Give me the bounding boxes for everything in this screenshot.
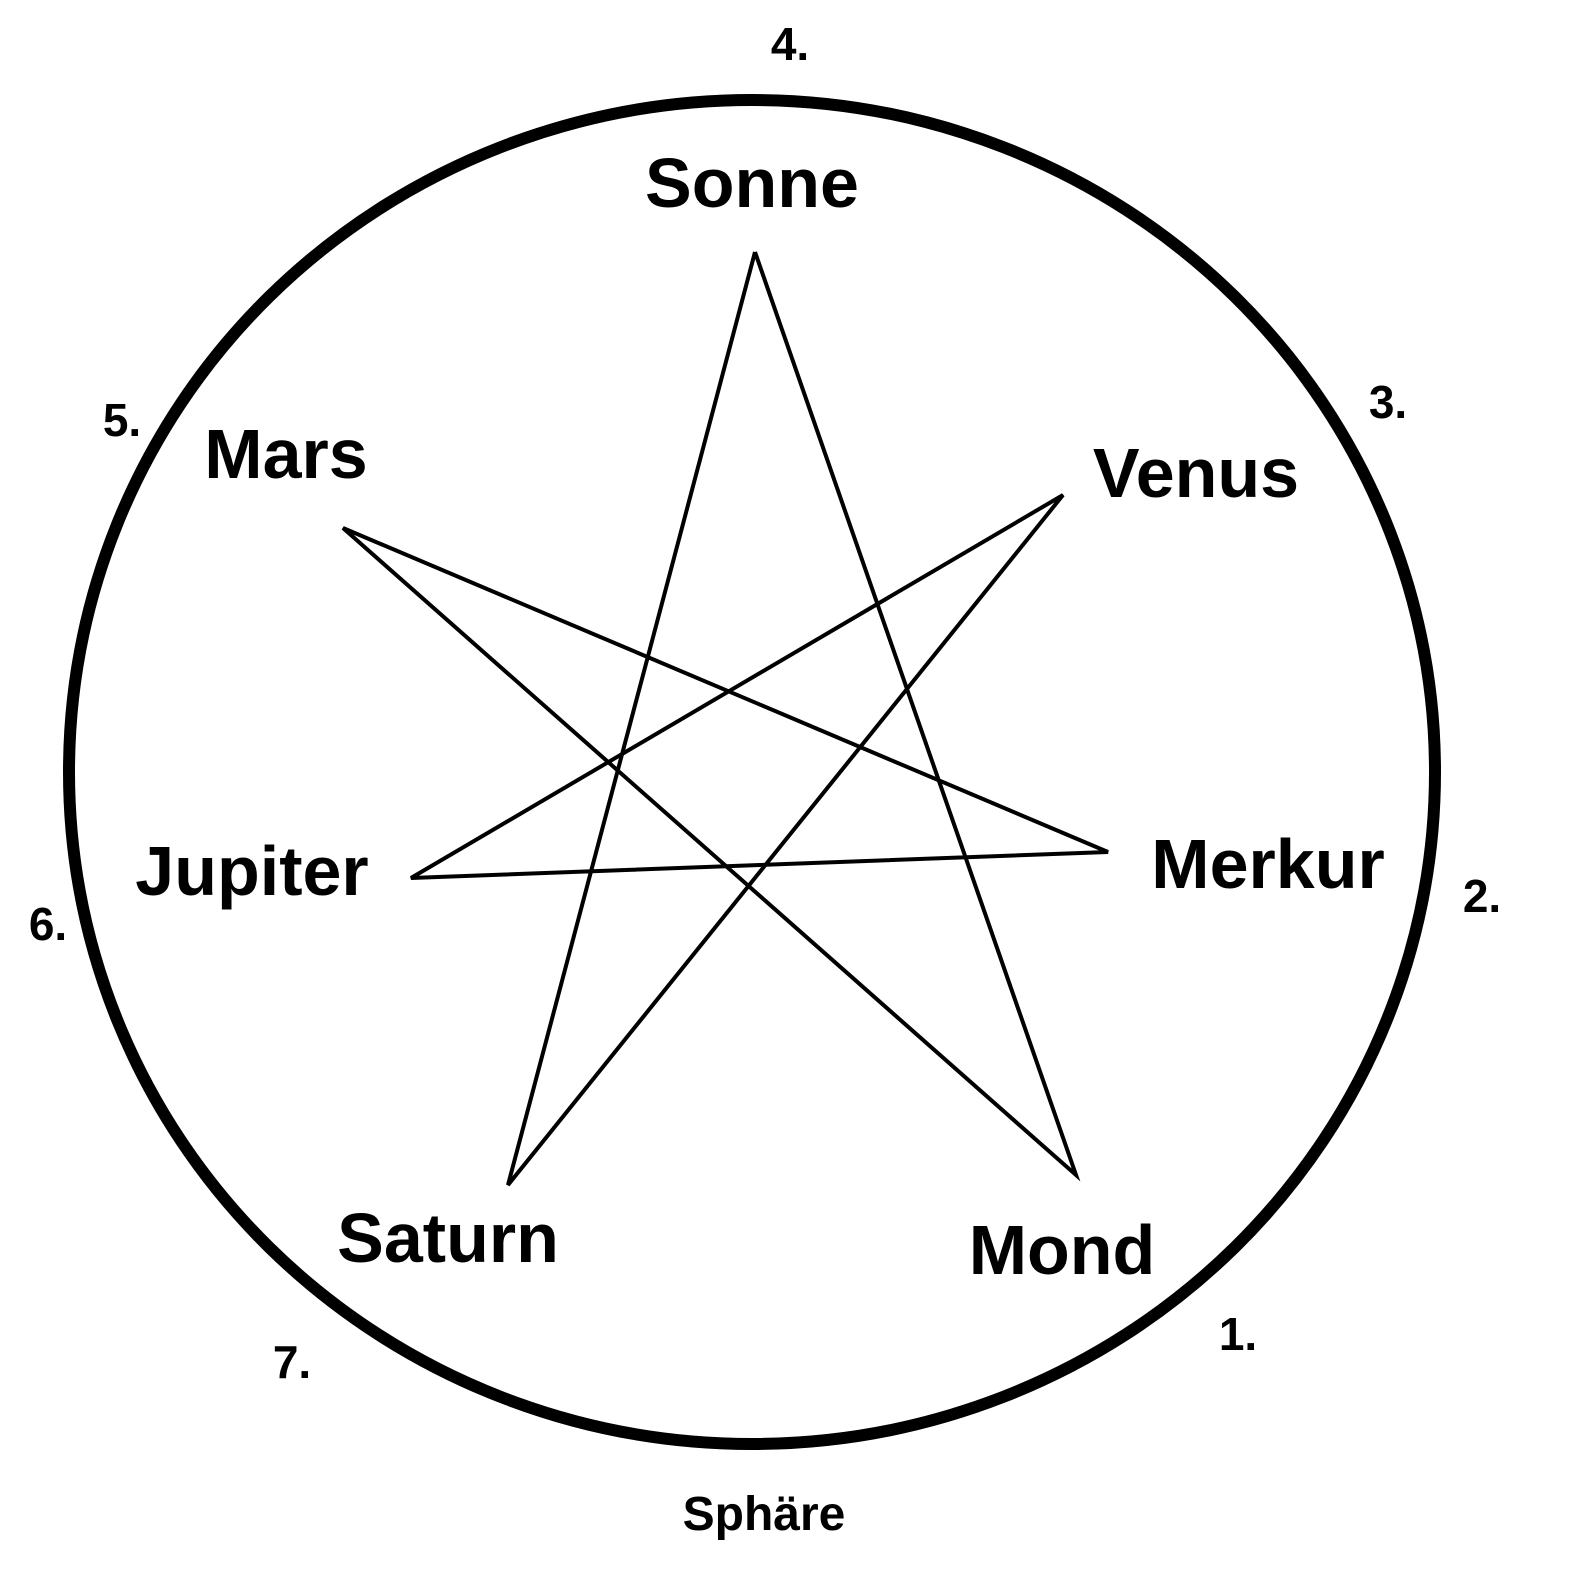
label-venus: Venus [1093,434,1299,512]
sphere-number-3: 3. [1369,376,1407,428]
label-merkur: Merkur [1151,825,1384,903]
label-mond: Mond [969,1211,1156,1289]
label-jupiter: Jupiter [135,832,368,910]
sphere-number-4: 4. [771,18,809,70]
sphere-number-6: 6. [29,898,67,950]
caption-sphaere: Sphäre [683,1488,846,1541]
sphere-number-5: 5. [103,394,141,446]
label-sonne: Sonne [645,144,859,222]
sphere-number-1: 1. [1219,1308,1257,1360]
sphere-number-2: 2. [1463,870,1501,922]
label-saturn: Saturn [337,1199,559,1277]
label-mars: Mars [204,415,367,493]
heptagram-star [341,251,1109,1187]
sphere-number-7: 7. [273,1336,311,1388]
sphere-circle [63,94,1441,1450]
